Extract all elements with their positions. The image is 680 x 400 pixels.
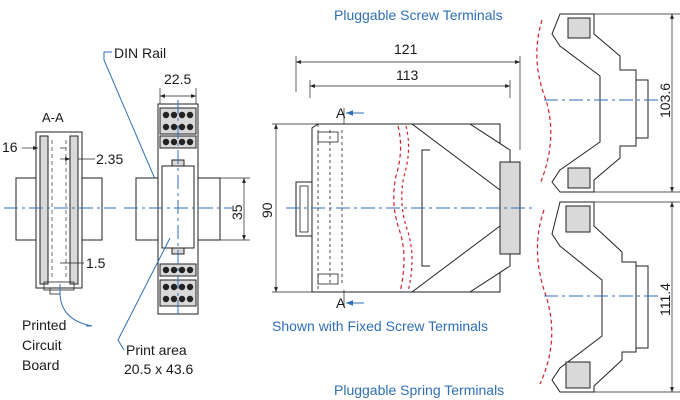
dim-side-height: 90	[259, 202, 275, 218]
section-view: A-A 16 2.35 1.5 Printed Circuit Board	[2, 110, 123, 373]
cut-line-screw	[536, 19, 552, 185]
cut-line-side	[393, 125, 405, 293]
dim-section-width: 16	[2, 139, 18, 155]
spring-terminal-view: 111.4 Pluggable Spring Terminals	[334, 201, 680, 398]
screw-terminal-body	[551, 13, 637, 193]
dim-side-length: 121	[394, 41, 418, 57]
shown-with-label: Shown with Fixed Screw Terminals	[272, 318, 488, 334]
side-view: 121 113 90 A A Shown with Fixed Screw Te	[259, 41, 534, 334]
cut-line-spring	[536, 209, 553, 385]
svg-text:Circuit: Circuit	[22, 337, 62, 353]
side-din-clip	[295, 181, 313, 237]
dim-rail-height: 35	[229, 204, 245, 220]
front-view: DIN Rail 22.5	[103, 45, 250, 377]
section-marker-top: A	[336, 105, 346, 121]
spring-terminal-body	[551, 201, 637, 393]
print-area-size: 20.5 x 43.6	[124, 361, 193, 377]
dim-spring-height: 111.4	[657, 283, 673, 316]
dim-front-width: 22.5	[164, 71, 191, 87]
spring-terminals-label: Pluggable Spring Terminals	[334, 382, 504, 398]
pcb-label: Printed Circuit Board	[22, 317, 66, 373]
screw-terminals-label: Pluggable Screw Terminals	[334, 7, 503, 23]
dim-section-gap: 1.5	[86, 255, 106, 271]
dim-screw-height: 103.6	[657, 83, 673, 118]
dim-side-length-inner: 113	[396, 67, 419, 83]
section-title: A-A	[42, 110, 64, 125]
din-rail-label: DIN Rail	[114, 45, 166, 61]
section-wall-right	[69, 135, 79, 285]
print-area-label: Print area	[126, 342, 187, 358]
screw-terminal-view: Pluggable Screw Terminals 103.6	[334, 7, 680, 193]
dim-section-wall: 2.35	[96, 151, 123, 167]
svg-text:Board: Board	[22, 357, 59, 373]
section-wall-left	[39, 135, 49, 285]
svg-text:Printed: Printed	[22, 317, 66, 333]
section-marker-bottom: A	[336, 295, 346, 311]
